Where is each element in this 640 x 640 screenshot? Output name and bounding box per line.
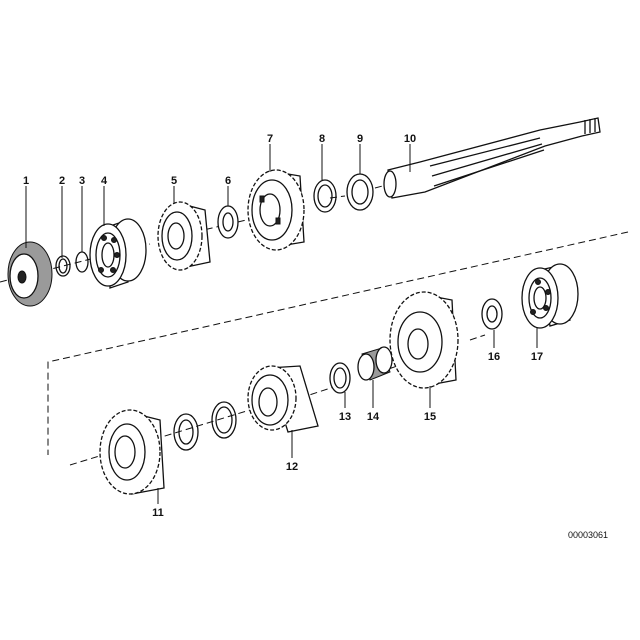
part-17-ball-bearing [521,263,579,329]
label-part-2: 2 [59,175,65,187]
label-part-12: 12 [286,461,298,473]
label-part-4: 4 [101,175,108,187]
part-14-needle-bearing [357,346,393,381]
drawing-code: 00003061 [568,530,608,540]
label-part-9: 9 [357,133,363,145]
part-7-gear [247,169,305,251]
label-part-17: 17 [531,351,543,363]
part-10-main-shaft [383,117,601,199]
part-1-end-cap [7,241,53,307]
label-part-3: 3 [79,175,85,187]
label-part-16: 16 [488,351,500,363]
part-4-ball-bearing [89,218,147,289]
label-part-1: 1 [23,175,29,187]
part-12-synchro-hub [247,365,319,433]
lower-circlip-a [173,413,199,451]
label-part-13: 13 [339,411,351,423]
upper-shaft-axis [0,127,601,283]
part-11-gear [99,409,165,495]
label-part-14: 14 [367,411,380,423]
label-part-8: 8 [319,133,325,145]
label-part-15: 15 [424,411,436,423]
part-15-large-gear [389,291,459,389]
label-part-7: 7 [267,133,273,145]
label-part-11: 11 [152,507,164,519]
part-9-circlip [346,173,374,211]
label-part-6: 6 [225,175,231,187]
part-6-washer [217,205,239,239]
part-8-snap-ring [313,179,337,213]
part-13-washer [329,362,351,394]
leader-lines [25,144,538,504]
part-5-gear [157,201,211,271]
bracket-line [47,231,629,455]
label-part-5: 5 [171,175,177,187]
part-16-washer [481,298,503,330]
label-part-10: 10 [404,133,416,145]
lower-circlip-b [211,401,237,439]
part-2-snap-ring [55,255,71,277]
